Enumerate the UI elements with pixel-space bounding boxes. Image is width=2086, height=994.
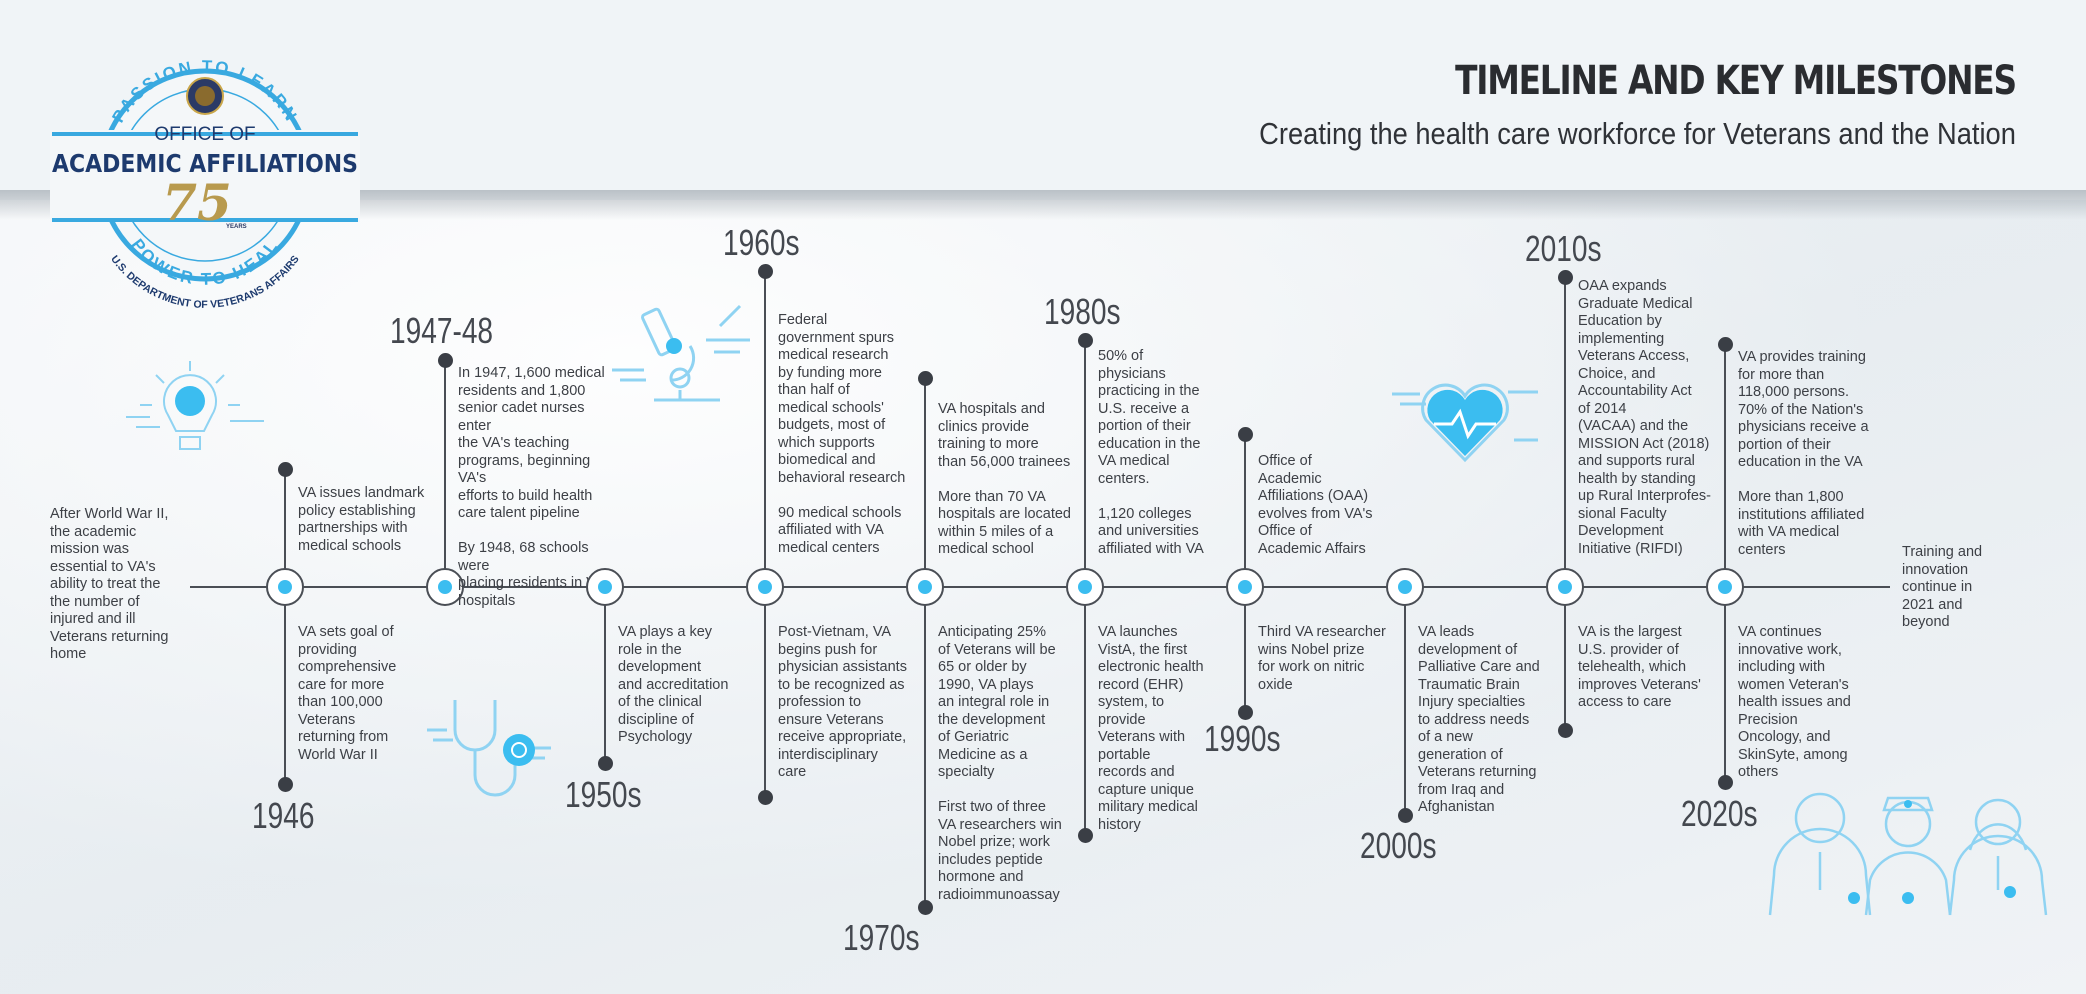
milestone-stem-up [1724,344,1726,587]
milestone-end-dot [1718,775,1733,790]
medical-staff-icon [1768,792,2048,916]
milestone-end-dot [598,756,613,771]
milestone-node [586,568,624,606]
milestone-text-above: VA hospitals and clinics provide trainin… [938,401,1071,557]
milestone-node [1386,568,1424,606]
milestone-node [1066,568,1104,606]
milestone-stem-up [1244,434,1246,587]
milestone-end-dot [438,353,453,368]
milestone-node [266,568,304,606]
milestone-stem-down [1084,587,1086,835]
logo-office-of: OFFICE OF [154,124,255,145]
page-title: TIMELINE AND KEY MILESTONES [1455,58,2017,104]
milestone-year: 1960s [723,222,800,263]
milestone-end-dot [1238,705,1253,720]
heart-pulse-icon [1392,383,1538,463]
milestone-end-dot [1398,808,1413,823]
milestone-text-above: Office of Academic Affiliations (OAA) ev… [1258,453,1373,557]
milestone-stem-down [284,587,286,784]
milestone-year: 2000s [1360,825,1437,866]
milestone-year: 1980s [1044,291,1121,332]
intro-text: After World War II, the academic mission… [50,506,169,662]
logo-academic-affiliations: ACADEMIC AFFILIATIONS [52,149,358,178]
milestone-end-dot [1718,337,1733,352]
milestone-year: 2010s [1525,228,1602,269]
milestone-text-below: VA plays a key role in the development a… [618,624,729,745]
milestone-text-above: OAA expands Graduate Medical Education b… [1578,278,1711,557]
lightbulb-icon [126,361,264,450]
milestone-stem-up [444,360,446,587]
milestone-stem-down [764,587,766,797]
milestone-text-below: VA leads development of Palliative Care … [1418,624,1540,815]
timeline-axis [190,586,1890,588]
oaa-75-years-logo: PASSION TO LEARN OFFICE OF ACADEMIC AFFI… [50,57,360,311]
logo-years: YEARS [226,224,247,230]
milestone-text-above: VA issues landmark policy establishing p… [298,485,425,554]
milestone-end-dot [1078,333,1093,348]
milestone-year: 1970s [843,917,920,958]
milestone-year: 1990s [1204,718,1281,759]
logo-75: 75 [162,173,232,232]
milestone-text-below: Third VA researcher wins Nobel prize for… [1258,624,1386,693]
milestone-node [1226,568,1264,606]
milestone-node [426,568,464,606]
microscope-icon [612,304,750,402]
milestone-text-above: Federal government spurs medical researc… [778,312,906,556]
milestone-end-dot [278,462,293,477]
milestone-end-dot [278,777,293,792]
milestone-text-above: VA provides training for more than 118,0… [1738,349,1869,558]
milestone-stem-up [1084,340,1086,587]
milestone-text-above: In 1947, 1,600 medical residents and 1,8… [458,365,605,609]
milestone-node [746,568,784,606]
milestone-end-dot [1238,427,1253,442]
milestone-stem-up [924,378,926,587]
milestone-end-dot [758,264,773,279]
milestone-end-dot [1558,723,1573,738]
milestone-text-below: VA launches VistA, the first electronic … [1098,624,1204,833]
milestone-end-dot [1078,828,1093,843]
milestone-text-below: Post-Vietnam, VA begins push for physici… [778,624,907,780]
milestone-text-below: VA is the largest U.S. provider of teleh… [1578,624,1701,710]
milestone-node [1546,568,1584,606]
closing-text: Training and innovation continue in 2021… [1902,544,1983,630]
milestone-text-below: VA sets goal of providing comprehensive … [298,624,397,763]
milestone-stem-up [764,271,766,587]
milestone-end-dot [758,790,773,805]
milestone-stem-down [604,587,606,763]
milestone-node [906,568,944,606]
milestone-end-dot [918,900,933,915]
milestone-stem-down [1724,587,1726,782]
milestone-year: 1947-48 [390,310,494,351]
milestone-stem-down [1404,587,1406,815]
milestone-end-dot [918,371,933,386]
milestone-stem-up [1564,277,1566,587]
milestone-stem-down [924,587,926,907]
milestone-year: 2020s [1681,793,1758,834]
milestone-text-above: 50% of physicians practicing in the U.S.… [1098,348,1204,557]
milestone-text-below: VA continues innovative work, including … [1738,624,1851,780]
page-subtitle: Creating the health care workforce for V… [1259,116,2016,151]
milestone-stem-down [1244,587,1246,712]
milestone-node [1706,568,1744,606]
milestone-stem-down [1564,587,1566,730]
milestone-end-dot [1558,270,1573,285]
milestone-year: 1950s [565,774,642,815]
milestone-stem-up [284,469,286,587]
milestone-text-below: Anticipating 25% of Veterans will be 65 … [938,624,1062,903]
stethoscope-icon [427,700,551,797]
milestone-year: 1946 [252,795,315,836]
